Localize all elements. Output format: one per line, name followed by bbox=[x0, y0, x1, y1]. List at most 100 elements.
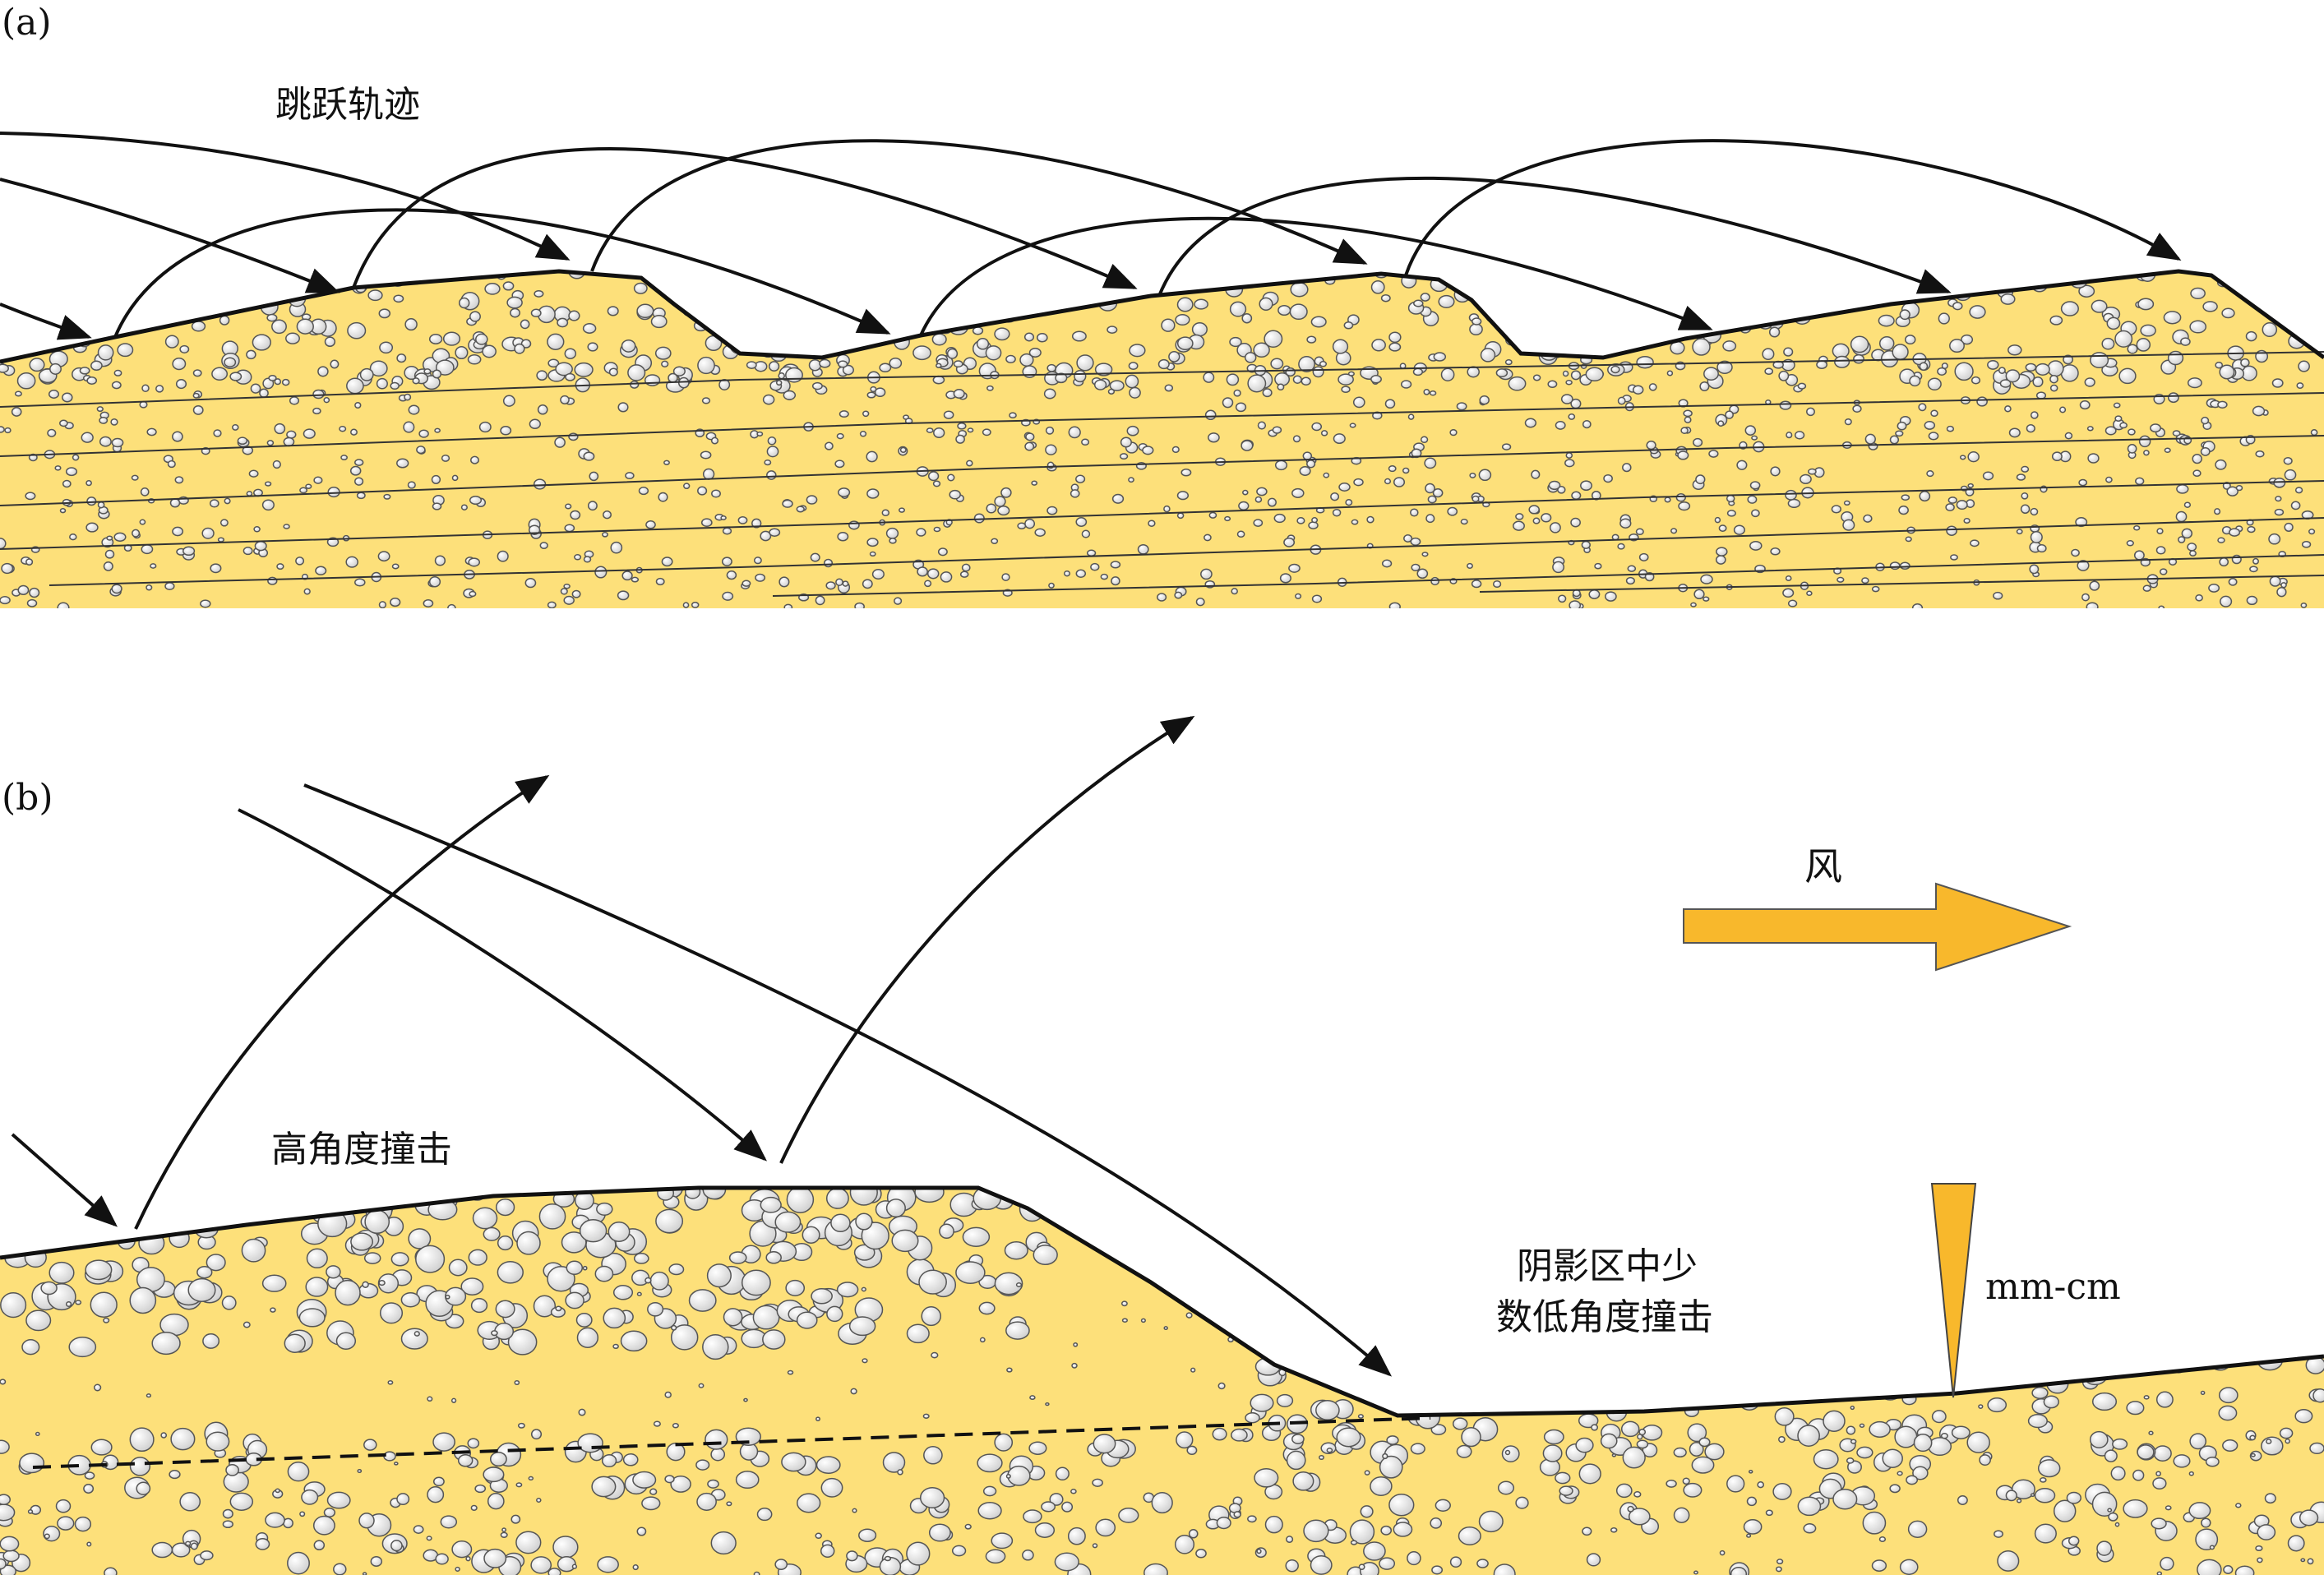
sand-grain bbox=[1186, 1445, 1198, 1455]
sand-grain bbox=[765, 1251, 782, 1264]
sand-grain bbox=[1151, 1492, 1173, 1514]
sand-grain bbox=[448, 1259, 468, 1277]
sand-grain bbox=[1527, 1365, 1551, 1384]
sand-grain bbox=[1429, 390, 1437, 396]
sand-grain bbox=[664, 1391, 672, 1398]
sand-grain bbox=[1610, 365, 1620, 374]
sand-grain bbox=[536, 370, 548, 381]
sand-grain bbox=[583, 556, 592, 563]
sand-grain bbox=[932, 480, 941, 487]
sand-grain bbox=[183, 546, 196, 557]
sand-grain bbox=[1311, 422, 1323, 432]
sand-grain bbox=[2252, 405, 2266, 417]
sand-grain bbox=[1680, 427, 1689, 435]
sand-grain bbox=[1555, 1471, 1571, 1485]
sand-grain bbox=[434, 555, 446, 566]
sand-grain bbox=[517, 1422, 525, 1429]
sand-grain bbox=[1425, 483, 1435, 494]
sand-grain bbox=[2183, 501, 2192, 508]
sand-grain bbox=[1850, 1405, 1855, 1411]
sand-grain bbox=[243, 1321, 251, 1328]
sand-grain bbox=[1022, 1550, 1034, 1561]
sand-grain bbox=[354, 578, 366, 587]
sand-grain bbox=[1291, 487, 1305, 498]
sand-grain bbox=[834, 460, 845, 469]
sand-grain bbox=[808, 358, 822, 372]
sand-grain bbox=[1560, 394, 1573, 404]
sand-grain bbox=[2287, 1535, 2305, 1552]
sand-grain bbox=[2228, 578, 2238, 586]
sand-grain bbox=[991, 1532, 1014, 1550]
sand-grain bbox=[1725, 300, 1737, 312]
sand-grain bbox=[539, 542, 548, 550]
sand-grain bbox=[96, 406, 104, 413]
sand-grain bbox=[885, 527, 899, 539]
sand-grain bbox=[347, 321, 367, 339]
sand-grain bbox=[668, 1263, 685, 1276]
sand-grain bbox=[2210, 1295, 2216, 1301]
sand-grain bbox=[1678, 501, 1691, 511]
sand-grain bbox=[1853, 1352, 1872, 1371]
sand-grain bbox=[2155, 1471, 2161, 1477]
sand-grain bbox=[842, 364, 854, 376]
sand-grain bbox=[1785, 575, 1792, 581]
sand-grain bbox=[217, 537, 224, 543]
sand-grain bbox=[2301, 540, 2312, 548]
sand-grain bbox=[1111, 493, 1125, 504]
sand-grain bbox=[192, 404, 204, 415]
sand-grain bbox=[362, 1281, 369, 1288]
sand-grain bbox=[4, 427, 12, 434]
sand-grain bbox=[2290, 501, 2301, 510]
sand-grain bbox=[305, 1277, 329, 1297]
sand-grain bbox=[1919, 491, 1931, 502]
sand-grain bbox=[755, 573, 766, 582]
sand-grain bbox=[104, 1567, 118, 1575]
sand-grain bbox=[2128, 428, 2136, 436]
sand-grain bbox=[2133, 550, 2145, 561]
sand-grain bbox=[1303, 1519, 1329, 1543]
sand-grain bbox=[1194, 298, 1208, 310]
sand-grain bbox=[222, 1508, 233, 1519]
sand-grain bbox=[131, 474, 139, 481]
sand-grain bbox=[1292, 375, 1302, 384]
sand-grain bbox=[151, 1541, 173, 1559]
sand-grain bbox=[164, 582, 175, 591]
sand-grain bbox=[994, 1433, 1014, 1452]
sand-grain bbox=[1301, 376, 1311, 386]
sand-grain bbox=[104, 549, 115, 559]
sand-grain bbox=[1562, 370, 1569, 377]
sand-grain bbox=[11, 407, 22, 417]
sand-grain bbox=[224, 357, 237, 367]
sand-grain bbox=[1360, 1505, 1374, 1518]
sand-grain bbox=[955, 434, 965, 444]
sand-grain bbox=[1024, 1189, 1046, 1206]
sand-grain bbox=[0, 1233, 12, 1246]
sand-grain bbox=[1898, 505, 1909, 515]
sand-grain bbox=[1718, 524, 1727, 532]
sand-grain bbox=[491, 1330, 498, 1337]
sand-grain bbox=[1571, 315, 1590, 330]
sand-grain bbox=[1462, 1360, 1488, 1382]
sand-grain bbox=[849, 1188, 878, 1206]
sand-grain bbox=[874, 387, 886, 398]
sand-grain bbox=[2021, 492, 2029, 500]
sand-grain bbox=[455, 1566, 460, 1572]
sand-grain bbox=[2175, 510, 2188, 523]
sand-grain bbox=[2172, 430, 2181, 436]
sand-grain bbox=[722, 527, 732, 535]
sand-grain bbox=[174, 1194, 205, 1222]
sand-grain bbox=[1846, 1342, 1854, 1350]
sand-grain bbox=[1241, 440, 1254, 451]
sand-grain bbox=[947, 473, 955, 482]
sand-grain bbox=[326, 1265, 341, 1279]
sand-grain bbox=[1772, 1483, 1792, 1500]
sand-grain bbox=[248, 469, 259, 478]
sand-grain bbox=[1930, 409, 1938, 418]
sand-grain bbox=[889, 538, 897, 544]
sand-grain bbox=[2016, 1499, 2022, 1503]
sand-grain bbox=[350, 428, 358, 436]
sand-grain bbox=[564, 524, 575, 533]
sand-grain bbox=[229, 284, 246, 298]
sand-grain bbox=[1504, 358, 1513, 366]
scale-wedge bbox=[1930, 1183, 1977, 1398]
